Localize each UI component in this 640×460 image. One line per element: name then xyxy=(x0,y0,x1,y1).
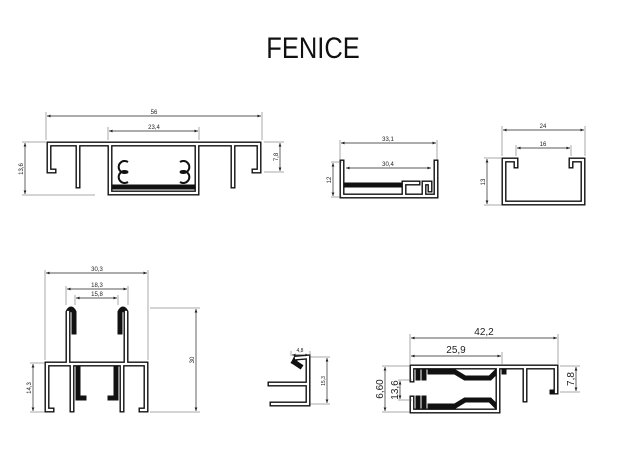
dim-label: 13,6 xyxy=(390,380,401,400)
dim-label: 12 xyxy=(327,176,333,183)
dim-label: 23,4 xyxy=(148,125,160,131)
dim-label: 25,9 xyxy=(446,345,466,356)
dim-label: 24 xyxy=(540,124,547,130)
dim-label: 18,3 xyxy=(91,283,103,289)
dim-label: 30 xyxy=(190,356,196,363)
dim-label: 13 xyxy=(481,178,487,185)
dim-label: 13,6 xyxy=(19,163,25,175)
dim-label: 14,3 xyxy=(27,382,33,394)
profile-5: 4,8 15,3 xyxy=(267,348,330,407)
profile-6: 42,2 25,9 6,60 13,6 7,8 xyxy=(375,327,580,414)
dim-label: 7,8 xyxy=(274,152,280,161)
dim-label: 15,3 xyxy=(321,376,327,386)
dim-label: 30,3 xyxy=(91,267,103,273)
profile-3: 24 16 13 xyxy=(481,124,586,206)
profile-1: 56 23,4 13,6 7,8 xyxy=(19,110,284,196)
dim-label: 33,1 xyxy=(382,137,394,143)
dim-label: 6,60 xyxy=(375,379,386,399)
dim-label: 16 xyxy=(540,142,547,148)
profile-4: 30,3 18,3 15,8 30 14,3 xyxy=(27,267,200,413)
drawing-title: FENICE xyxy=(266,32,360,65)
dim-label: 56 xyxy=(151,110,158,116)
dim-label: 7,8 xyxy=(566,372,577,386)
dim-label: 15,8 xyxy=(91,292,103,298)
profile-2: 33,1 30,4 12 xyxy=(327,137,439,199)
dim-label: 30,4 xyxy=(382,162,394,168)
profile-1-shape xyxy=(46,141,262,196)
dim-label: 4,8 xyxy=(297,348,304,354)
dim-label: 42,2 xyxy=(474,327,494,338)
